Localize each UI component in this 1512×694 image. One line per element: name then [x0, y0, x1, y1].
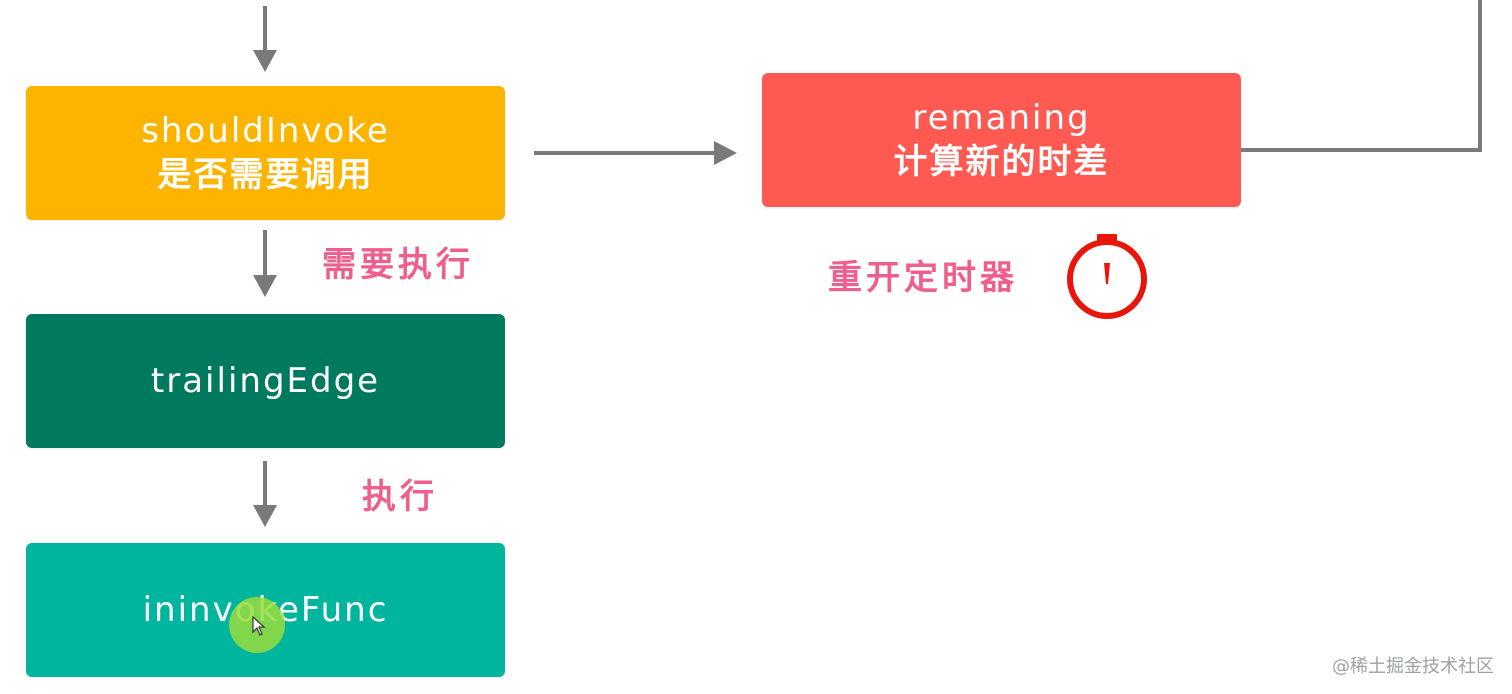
remaining-title: remaning: [912, 98, 1091, 138]
mouse-pointer-icon: [252, 616, 266, 636]
need-exec-label: 需要执行: [322, 245, 474, 285]
remaining-subtitle: 计算新的时差: [893, 142, 1110, 182]
arrow-should-to-remaining: [534, 141, 737, 165]
loop-back-connector: [1241, 0, 1482, 152]
stopwatch-icon: [1067, 234, 1147, 319]
watermark: @稀土掘金技术社区: [1332, 656, 1494, 677]
remaining-node: remaning 计算新的时差: [762, 73, 1241, 207]
should-invoke-title: shouldInvoke: [141, 111, 390, 151]
exec-label: 执行: [362, 477, 438, 517]
arrow-trailing-to-invoke: [253, 461, 277, 527]
trailing-edge-title: trailingEdge: [150, 361, 381, 401]
restart-timer-label: 重开定时器: [828, 258, 1018, 298]
arrow-into-should-invoke: [253, 6, 277, 72]
trailing-edge-node: trailingEdge: [26, 314, 505, 448]
should-invoke-subtitle: 是否需要调用: [157, 155, 374, 195]
arrow-should-to-trailing: [253, 230, 277, 297]
should-invoke-node: shouldInvoke 是否需要调用: [26, 86, 505, 220]
